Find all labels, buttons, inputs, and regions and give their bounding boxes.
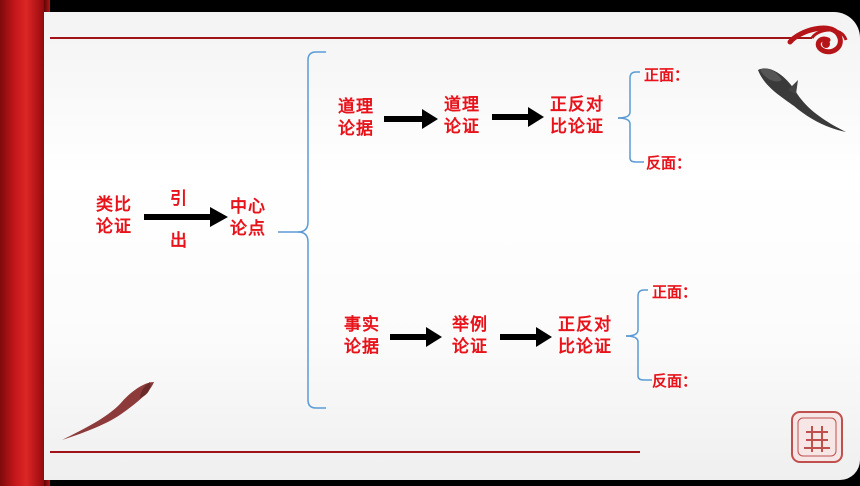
lower-arrow-2 [500,327,552,347]
node-central-thesis: 中心 论点 [230,196,266,240]
node-analogy-argument: 类比 论证 [96,194,132,238]
node-line: 正反对 [558,315,612,335]
cloud-swirl-icon [787,25,848,55]
lead-arrow [144,207,228,227]
lower-positive-label: 正面： [652,283,698,301]
lead-label-top: 引 [170,189,188,209]
lower-negative-label: 反面： [652,372,698,390]
lead-label-bottom: 出 [170,231,188,251]
node-line: 道理 [338,97,374,117]
upper-arrow-1 [384,109,438,129]
node-line: 论证 [452,337,488,357]
upper-positive-label: 正面： [644,66,690,84]
bottom-rule [50,451,640,453]
node-line: 类比 [96,195,132,215]
seal-stamp-icon [791,411,843,463]
upper-result-bracket [617,71,644,163]
node-contrast-argument-upper: 正反对 比论证 [550,94,604,138]
node-line: 论证 [444,117,480,137]
node-line: 论点 [230,219,266,239]
koi-fish-icon [62,382,154,440]
node-line: 事实 [344,315,380,335]
lower-arrow-1 [390,327,442,347]
node-line: 中心 [230,197,266,217]
node-contrast-argument-lower: 正反对 比论证 [558,314,612,358]
node-example-argument: 举例 论证 [452,314,488,358]
node-line: 比论证 [558,337,612,357]
scroll-spine [0,0,48,486]
koi-fish-icon [758,68,846,132]
node-line: 论据 [338,119,374,139]
node-line: 道理 [444,95,480,115]
node-line: 举例 [452,315,488,335]
node-line: 论据 [344,337,380,357]
main-bracket [278,51,326,409]
scroll-paper [44,12,860,480]
upper-arrow-2 [492,107,544,127]
node-fact-evidence: 事实 论据 [344,314,380,358]
node-line: 论证 [96,217,132,237]
node-reason-argument: 道理 论证 [444,94,480,138]
node-line: 比论证 [550,117,604,137]
top-rule [50,37,812,39]
lower-result-bracket [625,289,652,381]
node-reason-evidence: 道理 论据 [338,96,374,140]
upper-negative-label: 反面： [646,154,692,172]
node-line: 正反对 [550,95,604,115]
